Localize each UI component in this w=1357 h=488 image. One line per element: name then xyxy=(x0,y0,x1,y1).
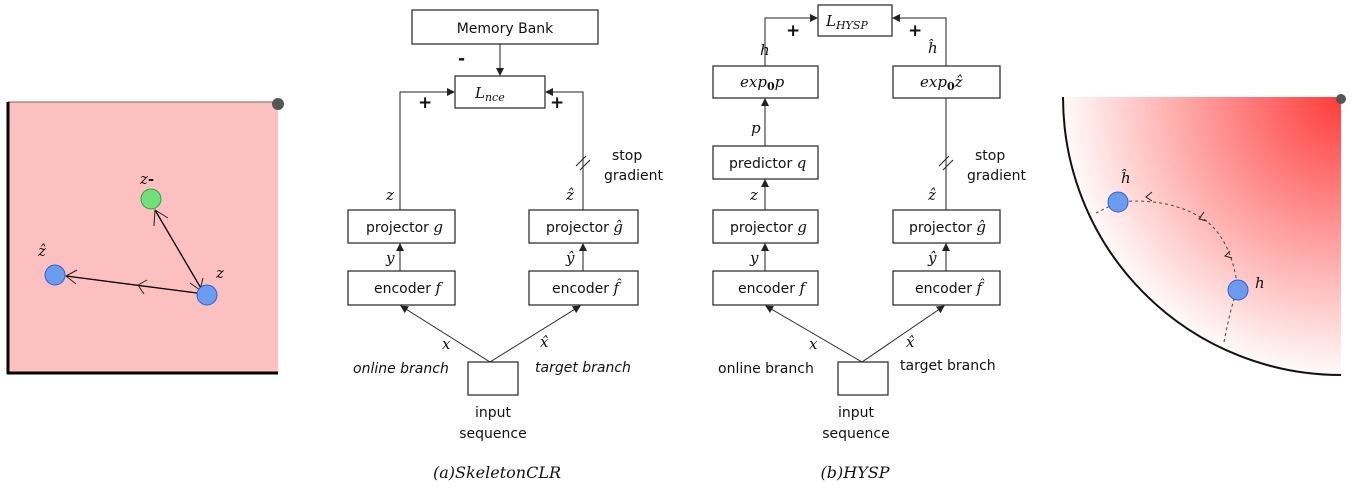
negative-point xyxy=(140,188,162,210)
arrow-head-icon xyxy=(137,279,148,295)
svg-text:predictor q: predictor q xyxy=(729,154,806,172)
space-background xyxy=(8,102,278,373)
arrow-head-icon xyxy=(153,209,169,227)
z-label: z xyxy=(215,264,224,282)
svg-text:x: x xyxy=(442,335,451,353)
svg-text:input: input xyxy=(475,405,512,421)
svg-text:target branch: target branch xyxy=(900,358,996,374)
svg-text:ĥ: ĥ xyxy=(928,39,938,57)
caption-a: (a)SkeletonCLR xyxy=(433,463,561,482)
geodesic-path xyxy=(1095,200,1239,343)
svg-text:projector g: projector g xyxy=(366,218,443,236)
svg-text:ẑ: ẑ xyxy=(927,186,936,204)
memory-bank-label: Memory Bank xyxy=(457,21,554,37)
arrow-head-icon xyxy=(65,269,78,285)
memory-bank-box xyxy=(411,9,599,45)
svg-text:projector ĝ: projector ĝ xyxy=(909,218,986,236)
caption-b: (b)HYSP xyxy=(821,463,890,482)
svg-text:gradient: gradient xyxy=(967,168,1026,184)
svg-text:stop: stop xyxy=(612,148,642,164)
svg-text:h: h xyxy=(760,41,770,59)
poincare-quadrant xyxy=(1063,97,1341,375)
encoder-f-hat-box xyxy=(528,270,639,306)
exp-p-box xyxy=(712,65,819,99)
svg-text:z: z xyxy=(385,186,394,204)
projector-g-hat-box xyxy=(528,209,639,244)
svg-text:exp0ẑ: exp0ẑ xyxy=(920,73,963,93)
h-hat-label: ĥ xyxy=(1121,169,1131,187)
loss-nce-box xyxy=(454,75,546,109)
online-point xyxy=(196,284,218,306)
target-point xyxy=(1107,191,1129,213)
chevron-icon xyxy=(1145,191,1153,202)
hysp-diagram: LHYSP + + h ĥ exp0p exp0ẑ p predictor q … xyxy=(712,4,1026,482)
chevron-icon xyxy=(1198,211,1208,222)
svg-text:input: input xyxy=(838,405,875,421)
stop-gradient-icon xyxy=(938,155,954,171)
svg-text:encoder f̂: encoder f̂ xyxy=(552,279,622,297)
encoder-f-box xyxy=(712,270,819,306)
svg-text:ŷ: ŷ xyxy=(565,249,575,267)
plus-sign: + xyxy=(418,93,432,113)
svg-text:x: x xyxy=(809,335,818,353)
svg-text:ẑ: ẑ xyxy=(565,186,574,204)
encoder-f-box xyxy=(347,270,456,306)
svg-text:exp0p: exp0p xyxy=(740,73,785,93)
svg-text:online branch: online branch xyxy=(353,361,449,377)
svg-text:y: y xyxy=(385,249,395,267)
svg-text:encoder f: encoder f xyxy=(374,279,443,297)
projector-g-box xyxy=(712,209,819,244)
svg-text:stop: stop xyxy=(975,148,1005,164)
target-point xyxy=(44,264,66,286)
projector-g-hat-box xyxy=(892,209,1001,244)
h-label: h xyxy=(1255,274,1265,292)
stop-gradient-icon xyxy=(575,155,591,171)
projector-g-box xyxy=(347,209,456,244)
z-hat-label: ẑ xyxy=(37,242,46,260)
svg-text:z-: z- xyxy=(139,170,154,188)
svg-text:z: z xyxy=(749,186,758,204)
plus-sign: + xyxy=(550,93,564,113)
hyperbolic-space-panel: ĥ h xyxy=(1062,94,1346,376)
svg-text:online branch: online branch xyxy=(718,361,814,377)
svg-text:LHYSP: LHYSP xyxy=(825,12,868,32)
svg-text:+: + xyxy=(908,21,922,41)
skeletonclr-diagram: Memory Bank - Lnce + + stop gradient z ẑ… xyxy=(347,9,663,482)
origin-dot xyxy=(1336,94,1346,104)
svg-text:y: y xyxy=(749,249,759,267)
loss-hysp-box xyxy=(817,4,893,37)
svg-text:+: + xyxy=(786,21,800,41)
svg-text:sequence: sequence xyxy=(822,426,889,442)
svg-text:sequence: sequence xyxy=(459,426,526,442)
chevron-icon xyxy=(1224,250,1233,259)
svg-text:projector g: projector g xyxy=(730,218,807,236)
exp-z-hat-box xyxy=(892,65,1001,99)
input-sequence-box xyxy=(467,361,519,396)
svg-text:ŷ: ŷ xyxy=(927,249,937,267)
svg-text:x̂: x̂ xyxy=(906,333,915,351)
input-sequence-box xyxy=(837,361,889,396)
encoder-f-hat-box xyxy=(892,270,1001,306)
svg-text:target branch: target branch xyxy=(535,360,631,376)
svg-text:encoder f̂: encoder f̂ xyxy=(915,279,985,297)
online-point xyxy=(1227,279,1249,301)
origin-dot xyxy=(272,98,284,110)
predictor-q-box xyxy=(712,145,819,180)
euclidean-space-panel: z- ẑ z xyxy=(6,98,284,375)
minus-sign: - xyxy=(458,49,465,69)
svg-text:projector ĝ: projector ĝ xyxy=(546,218,623,236)
svg-text:x̂: x̂ xyxy=(540,333,549,351)
svg-text:p: p xyxy=(751,119,761,137)
svg-text:encoder f: encoder f xyxy=(738,279,807,297)
svg-text:gradient: gradient xyxy=(604,168,663,184)
svg-text:Lnce: Lnce xyxy=(474,84,505,104)
